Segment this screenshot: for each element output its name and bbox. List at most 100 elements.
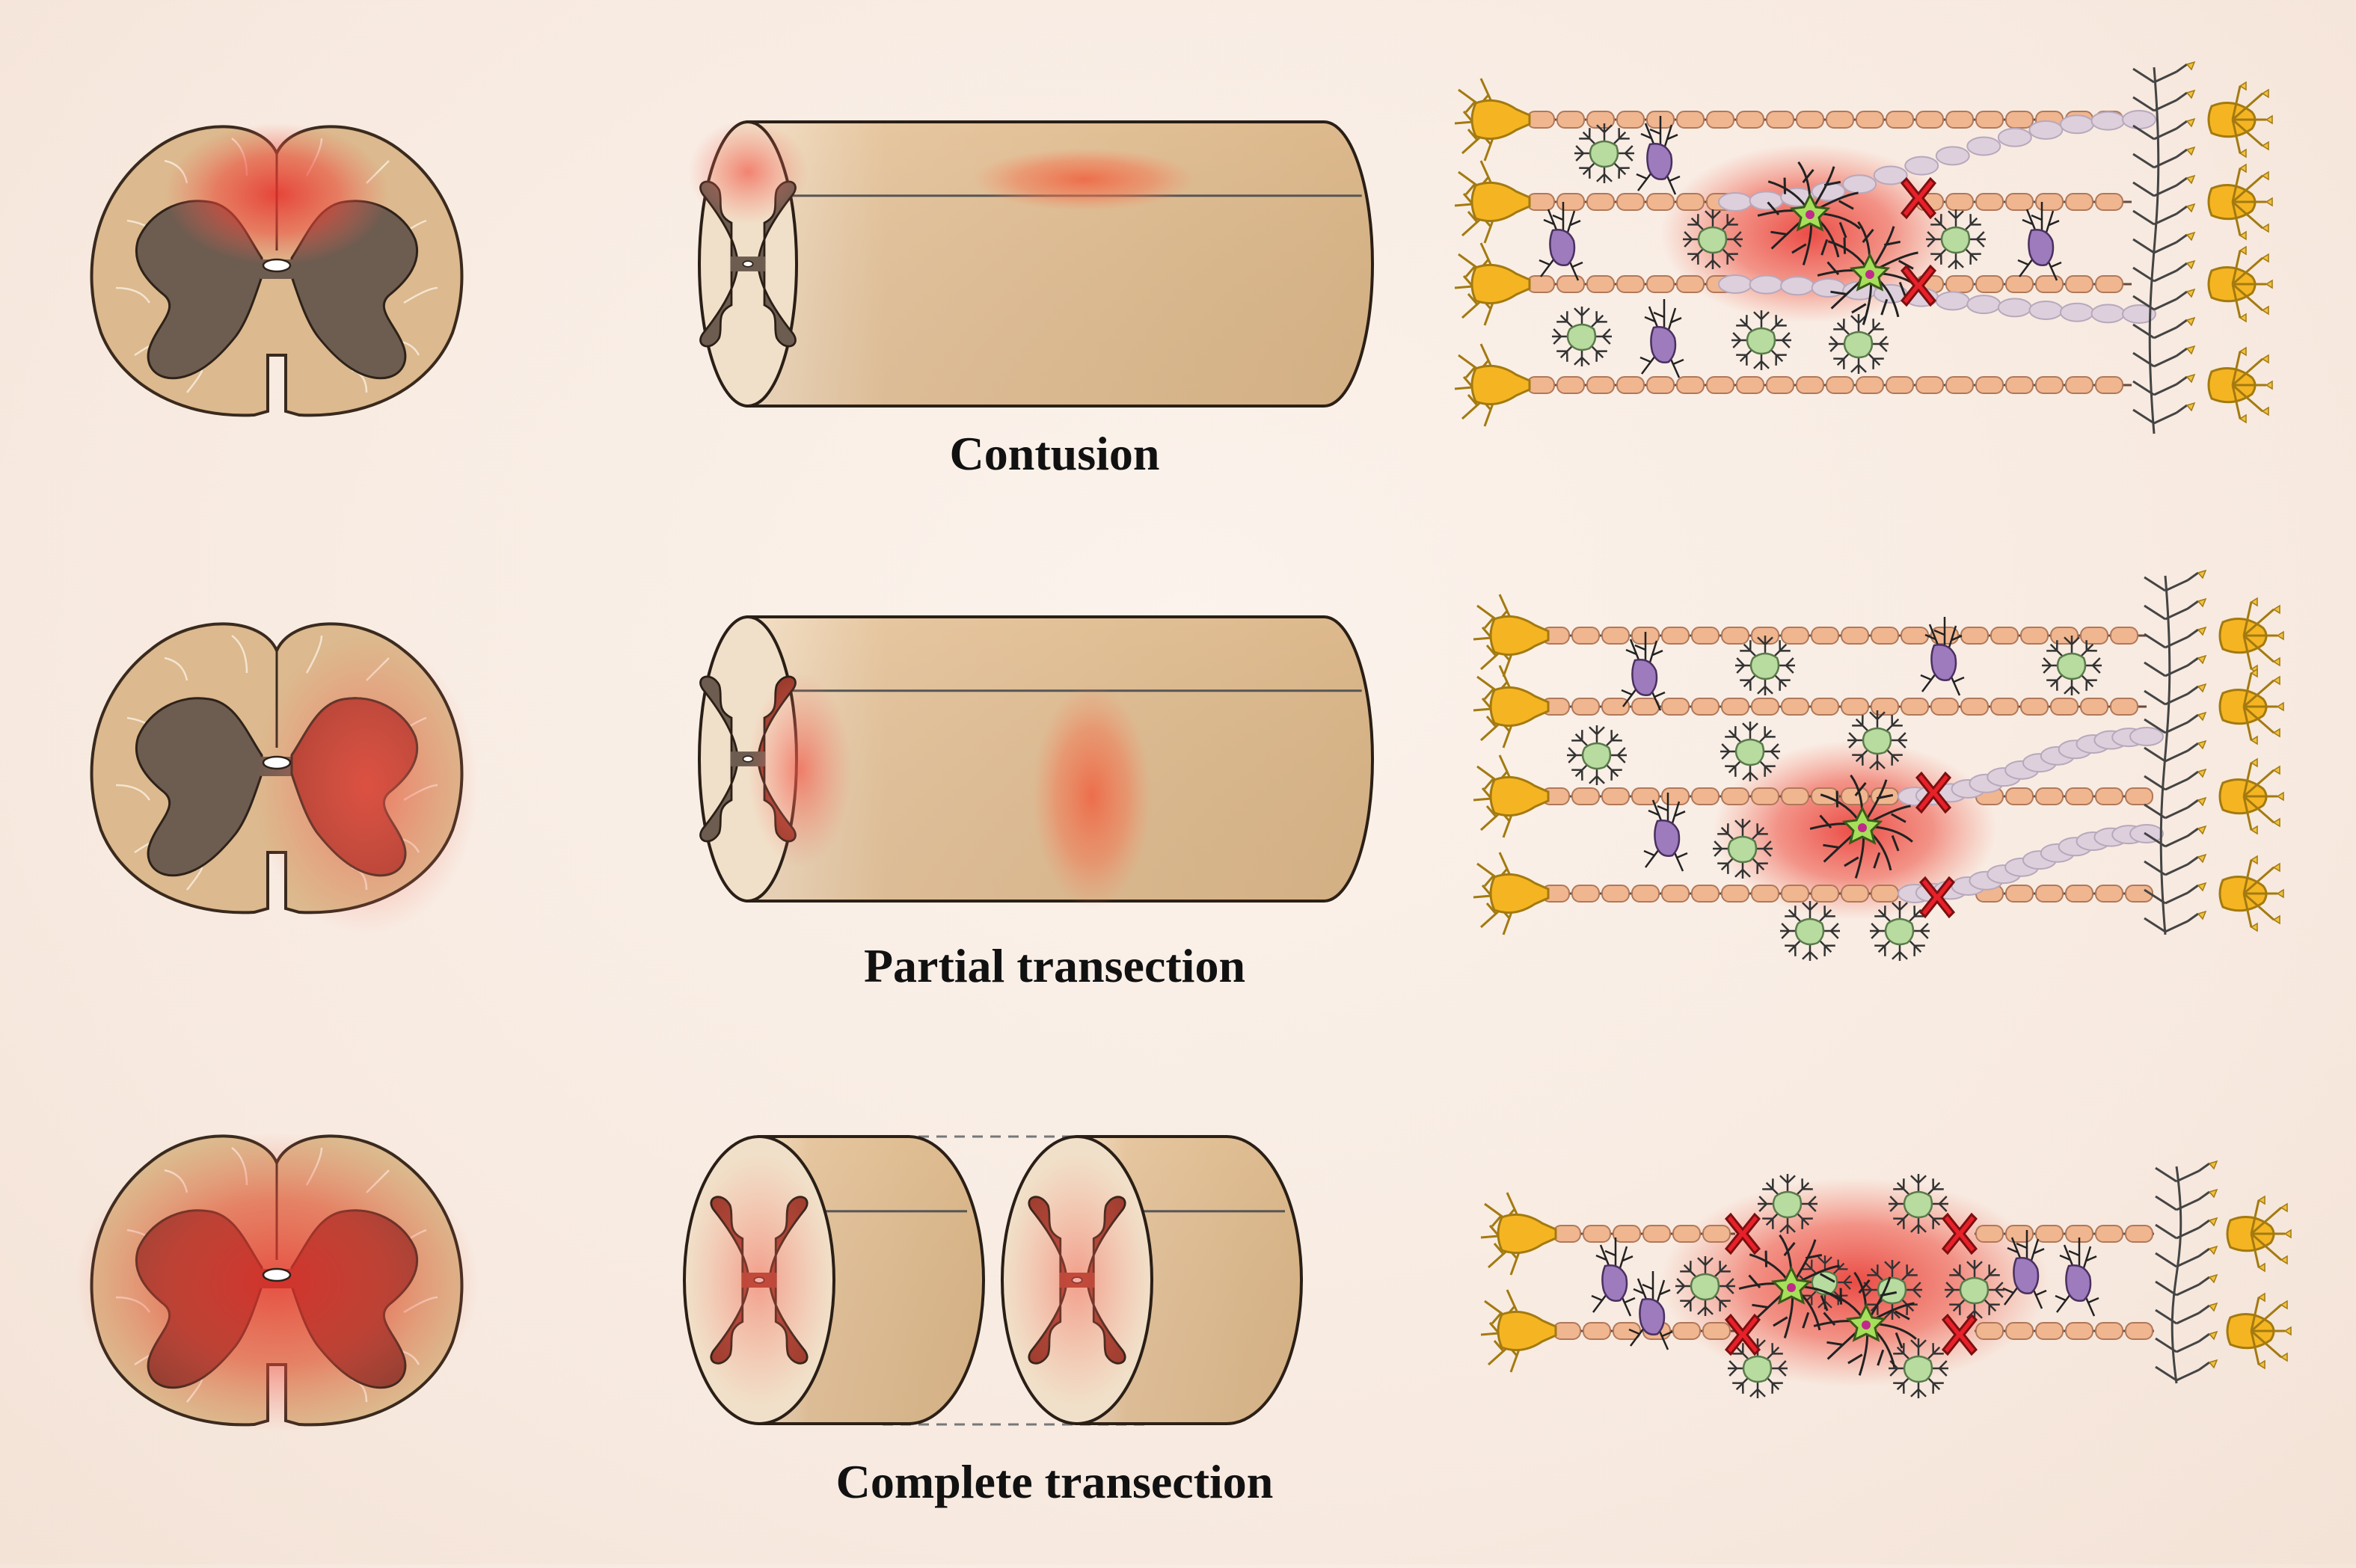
degenerating-segment	[1966, 295, 2001, 315]
neuron-dendrite	[2250, 1330, 2260, 1365]
myelin-segment	[2005, 787, 2034, 805]
neuron-cell-icon	[1473, 754, 1550, 838]
myelin-segment	[1702, 1322, 1731, 1340]
synapse	[2250, 735, 2258, 745]
neuron-dendrite	[2231, 250, 2242, 285]
neuron-dendrite	[2242, 796, 2253, 831]
end-face-injury-glow	[1002, 1153, 1152, 1407]
neuron-soma	[1489, 686, 1550, 728]
myelin-segment	[1826, 376, 1854, 394]
neuron-dendrite	[2232, 200, 2263, 230]
degenerating-axon	[1718, 274, 2156, 324]
microglia-soma	[1650, 326, 1677, 363]
myelin-segment	[1945, 193, 1974, 211]
astrocyte-soma	[1697, 226, 1728, 254]
myelin-segment	[1811, 698, 1839, 716]
microglia-soma	[1654, 820, 1681, 857]
neuron-dendrite	[2243, 705, 2274, 734]
synapse	[2208, 1330, 2218, 1341]
myelin-segment	[2035, 1225, 2064, 1243]
terminal-branch	[2155, 1162, 2210, 1183]
synapse	[2208, 1302, 2218, 1312]
myelin-segment	[1631, 885, 1660, 903]
myelin-segment	[1781, 787, 1809, 805]
astrocyte-icon	[1720, 722, 1780, 781]
microglia-icon	[1621, 632, 1666, 711]
synapse	[2185, 174, 2196, 185]
astrocyte-soma	[1589, 140, 1619, 168]
astrocyte-soma	[1690, 1273, 1720, 1301]
terminal-branch	[2132, 375, 2188, 396]
myelin-segment	[1527, 111, 1555, 129]
myelin-segment	[1527, 193, 1555, 211]
astrocyte-icon	[1926, 209, 1986, 269]
myelin-segment	[1781, 885, 1809, 903]
synapse	[2261, 88, 2269, 99]
myelinated-axon	[1975, 787, 2153, 805]
astrocyte-soma	[1843, 330, 1874, 359]
cross-section-contusion	[90, 123, 464, 417]
terminal-branch	[2132, 176, 2188, 197]
axon-block-x-icon	[1941, 1313, 1978, 1356]
central-canal	[262, 258, 292, 273]
end-face-injury-glow	[684, 1153, 834, 1407]
myelin-segment	[2065, 376, 2093, 394]
synapse	[2280, 1300, 2288, 1310]
astrocyte-icon	[1757, 161, 1861, 265]
degenerating-segment	[2129, 727, 2164, 746]
end-face-injury-glow	[748, 673, 853, 867]
degenerating-segment	[2122, 110, 2156, 129]
astrocyte-icon	[1738, 1234, 1842, 1338]
synapse	[2261, 170, 2269, 181]
reactive-nucleus	[1858, 823, 1867, 832]
microglia-icon	[2002, 1230, 2047, 1309]
myelin-segment	[1721, 885, 1749, 903]
myelin-segment	[1841, 885, 1869, 903]
cross-sections-column	[75, 123, 479, 1432]
synapse	[2272, 914, 2280, 925]
block-x-shape	[1724, 1313, 1761, 1356]
myelinated-axon	[1526, 376, 2132, 394]
myelin-segment	[1751, 885, 1779, 903]
axon-block-x-icon	[1918, 876, 1956, 919]
microglia-soma	[1631, 659, 1658, 696]
myelin-segment	[1930, 698, 1959, 716]
reactive-nucleus	[1862, 1320, 1871, 1329]
neuron-dendrite	[2251, 1232, 2282, 1261]
block-x-shape	[1918, 876, 1956, 919]
myelin-segment	[1676, 193, 1705, 211]
block-x-shape	[1900, 264, 1937, 307]
neuron-dendrite	[2251, 1329, 2282, 1359]
terminal-branch	[2132, 347, 2188, 368]
synapse	[2197, 626, 2207, 636]
synapse	[2208, 1160, 2218, 1170]
myelin-segment	[1676, 376, 1705, 394]
neuron-dendrite	[2232, 384, 2263, 413]
injury-glow	[75, 1133, 479, 1432]
neuron-soma	[1489, 775, 1550, 817]
myelinated-axon	[1975, 885, 2153, 903]
neuron-soma	[1497, 1310, 1557, 1352]
synapse	[2265, 114, 2273, 125]
end-face-injury-glow	[688, 120, 808, 224]
astrocyte-icon	[1567, 725, 1627, 785]
synapse	[2197, 910, 2207, 920]
neuron-cell-icon	[1480, 1192, 1557, 1276]
myelin-segment	[1945, 111, 1974, 129]
terminal-branch	[2144, 770, 2199, 791]
astrocyte-soma	[1903, 1190, 1933, 1219]
cell-panel-partial	[1473, 569, 2284, 961]
neuron-dendrite	[2231, 119, 2242, 154]
synapse	[2185, 288, 2196, 298]
synapse	[2283, 1229, 2292, 1239]
myelin-segment	[1706, 111, 1734, 129]
block-x-shape	[1915, 771, 1952, 814]
cellular-column	[1454, 61, 2292, 1398]
myelin-segment	[1871, 627, 1899, 645]
synapse	[2197, 740, 2207, 750]
synapse	[2185, 61, 2196, 71]
myelin-segment	[2065, 193, 2093, 211]
neuron-cell-icon	[1473, 852, 1550, 935]
myelin-segment	[1631, 698, 1660, 716]
